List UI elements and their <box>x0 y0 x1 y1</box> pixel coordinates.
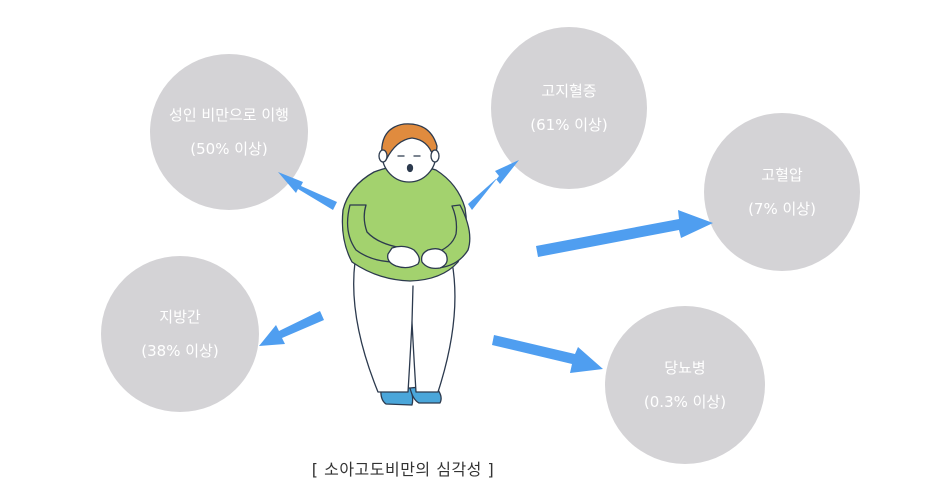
bubble-hypertension: 고혈압 (7% 이상) <box>704 113 860 271</box>
bubble-label: 지방간 <box>159 308 201 326</box>
left-hand <box>387 245 420 269</box>
arrow-to-hyperlipidemia <box>468 160 519 210</box>
bubble-percent: (61% 이상) <box>530 116 608 134</box>
bubble-label: 당뇨병 <box>664 359 706 377</box>
arrow-to-adult-obesity <box>278 172 337 210</box>
bubble-percent: (7% 이상) <box>748 200 816 218</box>
bubble-label: 성인 비만으로 이행 <box>169 106 289 124</box>
bubble-label: 고지혈증 <box>541 82 597 100</box>
bubble-hyperlipidemia: 고지혈증 (61% 이상) <box>491 27 647 189</box>
bubble-percent: (0.3% 이상) <box>643 393 727 411</box>
bubble-percent: (50% 이상) <box>190 140 268 158</box>
bubble-diabetes: 당뇨병 (0.3% 이상) <box>605 306 765 464</box>
pants <box>353 261 456 393</box>
bubble-percent: (38% 이상) <box>141 342 219 360</box>
bubble-fatty-liver: 지방간 (38% 이상) <box>101 256 259 412</box>
arrow-to-hypertension <box>536 210 713 257</box>
right-hand <box>420 248 448 270</box>
diagram-caption: [ 소아고도비만의 심각성 ] <box>311 460 495 479</box>
bubble-label: 고혈압 <box>761 166 803 184</box>
arrow-to-fatty-liver <box>259 311 324 346</box>
arrow-to-diabetes <box>492 335 603 373</box>
bubble-adult-obesity: 성인 비만으로 이행 (50% 이상) <box>150 54 308 210</box>
